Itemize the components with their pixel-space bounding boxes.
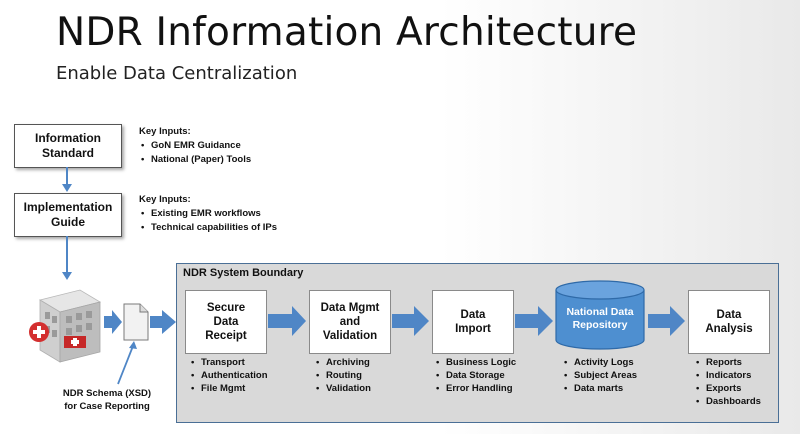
bullet-item: Error Handling: [436, 382, 516, 395]
arrow-import-to-repository: [515, 306, 553, 336]
bullet-item: Data marts: [564, 382, 637, 395]
standard-key-inputs-heading: Key Inputs:: [139, 126, 191, 137]
stage-line: and: [339, 316, 361, 328]
arrow-receipt-to-validation: [268, 306, 306, 336]
implementation-guide-line2: Guide: [50, 215, 85, 229]
bullet-item: Data Storage: [436, 369, 516, 382]
stage-data-analysis: Data Analysis: [688, 290, 770, 354]
bullet-item: Transport: [191, 356, 268, 369]
guide-key-inputs-heading: Key Inputs:: [139, 194, 191, 205]
document-icon: [123, 303, 149, 341]
implementation-guide-box: Implementation Guide: [14, 193, 122, 237]
arrow-repository-to-analysis: [648, 306, 685, 336]
bullet-item: File Mgmt: [191, 382, 268, 395]
bullet-item: Dashboards: [696, 395, 761, 408]
standard-key-inputs: Key Inputs: GoN EMR Guidance National (P…: [139, 125, 251, 167]
bullet-item: Indicators: [696, 369, 761, 382]
stage-line: Data Mgmt: [320, 302, 380, 314]
arrow-standard-to-guide: [62, 167, 72, 192]
information-standard-line2: Standard: [41, 146, 94, 160]
import-bullets: Business Logic Data Storage Error Handli…: [434, 356, 516, 395]
bullet-item: Subject Areas: [564, 369, 637, 382]
schema-line1: NDR Schema (XSD): [62, 388, 152, 399]
page-subtitle: Enable Data Centralization: [56, 63, 298, 84]
bullet-item: Business Logic: [436, 356, 516, 369]
stage-data-mgmt-validation: Data Mgmt and Validation: [309, 290, 391, 354]
analysis-bullets: Reports Indicators Exports Dashboards: [694, 356, 761, 408]
arrow-guide-to-building: [62, 236, 72, 280]
stage-line: Analysis: [705, 323, 753, 335]
stage-line: Data: [716, 309, 742, 321]
ndr-schema-label: NDR Schema (XSD) for Case Reporting: [52, 387, 162, 413]
guide-key-inputs: Key Inputs: Existing EMR workflows Techn…: [139, 193, 277, 235]
repository-cylinder-icon: [555, 280, 645, 350]
system-boundary-label: NDR System Boundary: [183, 267, 304, 279]
schema-pointer-arrow: [117, 341, 137, 385]
stage-line: Receipt: [205, 330, 247, 342]
schema-line2: for Case Reporting: [64, 401, 150, 412]
guide-key-input-item: Technical capabilities of IPs: [141, 221, 277, 235]
bullet-item: Authentication: [191, 369, 267, 382]
stage-line: Repository: [572, 319, 628, 331]
guide-key-input-item: Existing EMR workflows: [141, 207, 277, 221]
stage-secure-data-receipt: Secure Data Receipt: [185, 290, 267, 354]
receipt-bullets: Transport Authentication File Mgmt: [189, 356, 268, 395]
stage-line: Data: [213, 316, 239, 328]
stage-line: Import: [455, 323, 491, 335]
standard-key-input-item: GoN EMR Guidance: [141, 139, 251, 153]
validation-bullets: Archiving Routing Validation: [314, 356, 371, 395]
standard-key-input-item: National (Paper) Tools: [141, 153, 251, 167]
stage-national-data-repository: National Data Repository: [556, 306, 644, 332]
arrow-document-to-receipt: [150, 310, 176, 334]
arrow-validation-to-import: [392, 306, 429, 336]
stage-line: Secure: [206, 302, 246, 314]
hospital-building-icon: [29, 289, 102, 363]
bullet-item: Exports: [696, 382, 761, 395]
stage-data-import: Data Import: [432, 290, 514, 354]
bullet-item: Activity Logs: [564, 356, 637, 369]
implementation-guide-line1: Implementation: [23, 200, 113, 214]
repository-bullets: Activity Logs Subject Areas Data marts: [562, 356, 637, 395]
bullet-item: Archiving: [316, 356, 371, 369]
information-standard-box: Information Standard: [14, 124, 122, 168]
stage-line: Validation: [322, 330, 378, 342]
stage-line: Data: [460, 309, 486, 321]
bullet-item: Routing: [316, 369, 371, 382]
page-title: NDR Information Architecture: [56, 10, 638, 55]
bullet-item: Reports: [696, 356, 761, 369]
arrow-building-to-document: [104, 310, 122, 334]
bullet-item: Validation: [316, 382, 371, 395]
stage-line: National Data: [566, 306, 634, 318]
information-standard-line1: Information: [35, 131, 101, 145]
